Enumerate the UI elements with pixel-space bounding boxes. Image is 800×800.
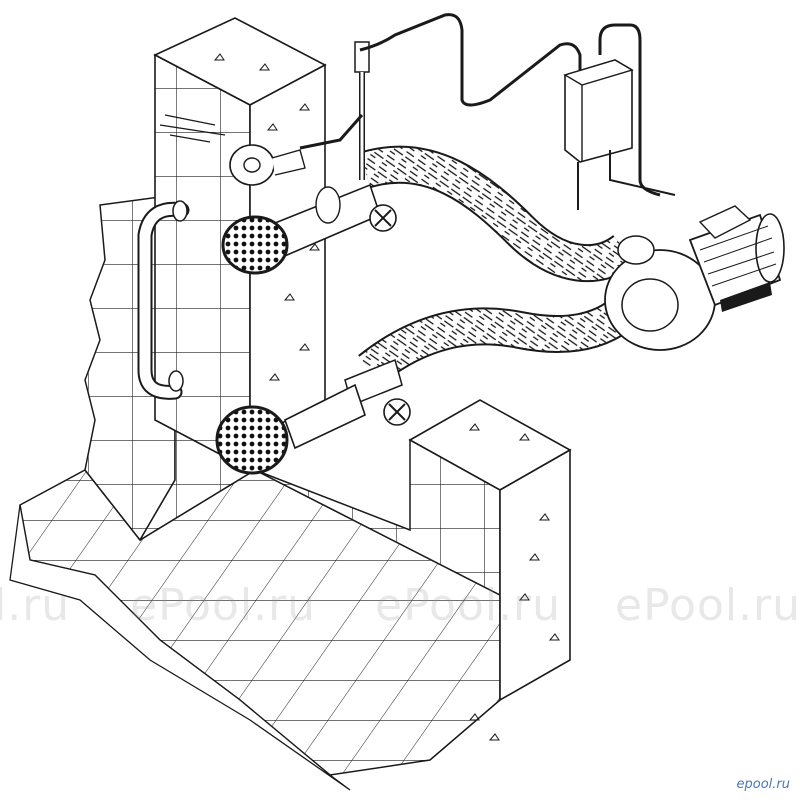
ball-valve [344,204,411,426]
concrete-block [408,399,572,741]
pool-ladder-handrail [137,200,190,400]
suction-grate [215,383,366,475]
air-control-nozzle [229,144,306,186]
flexible-hose-lower [358,299,632,386]
site-logo: epool.ru [736,777,791,792]
control-box [563,23,676,210]
pool-floor-tiles [9,469,501,791]
counterflow-nozzle [221,183,381,275]
pump-motor [604,205,785,351]
flexible-hose-upper [359,145,637,283]
pneumatic-button [299,13,582,180]
